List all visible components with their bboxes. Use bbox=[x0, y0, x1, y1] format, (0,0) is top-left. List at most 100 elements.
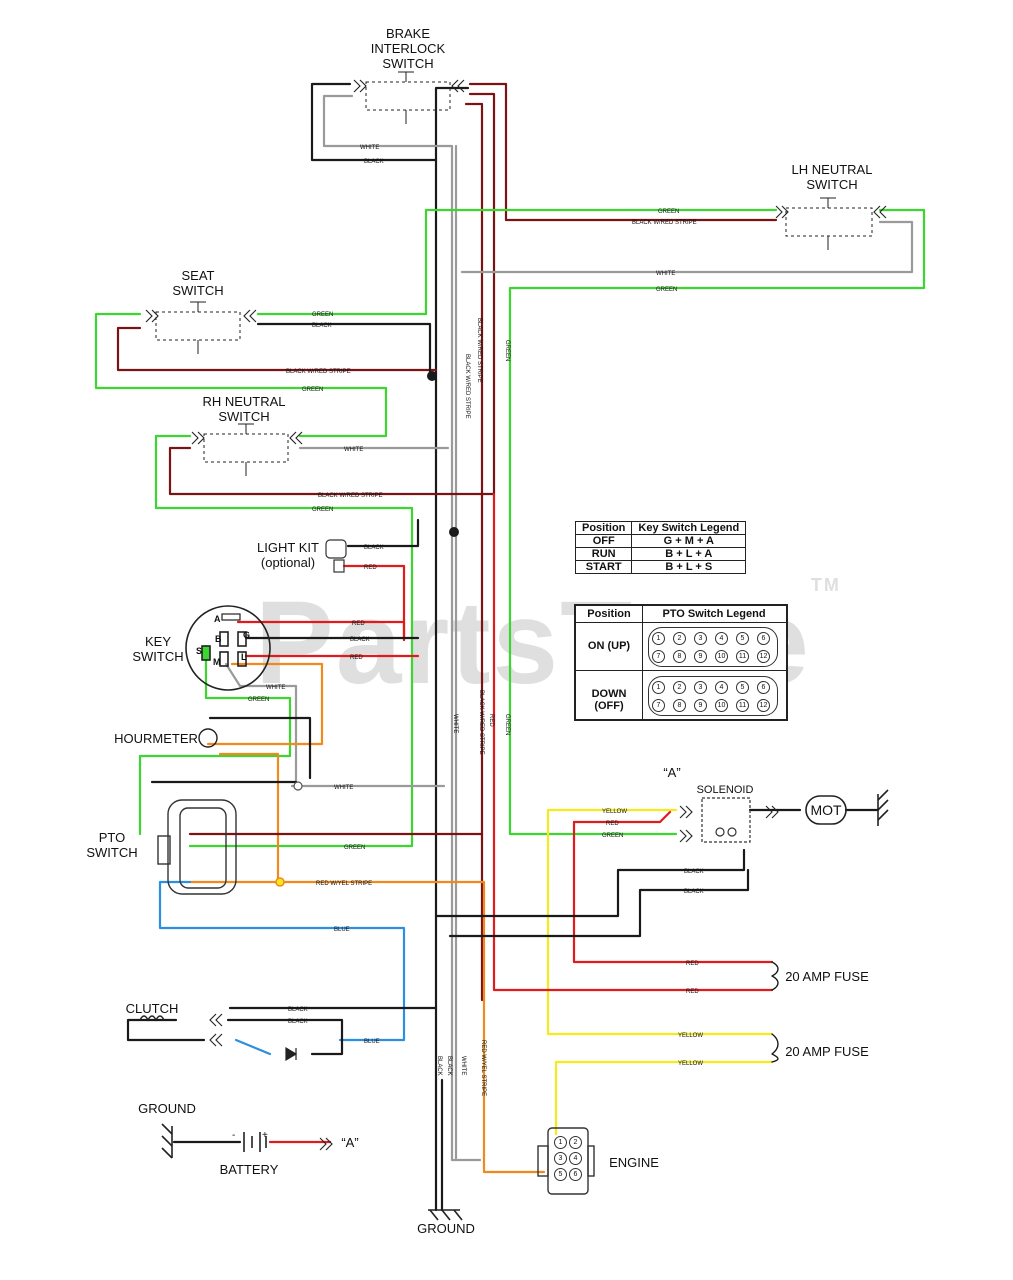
pto-legend-pin-down-10: 10 bbox=[715, 699, 728, 712]
pto-connector-symbol bbox=[157, 799, 237, 895]
ground-left-label: GROUND bbox=[138, 1101, 196, 1116]
key-pin-G: G bbox=[243, 630, 251, 640]
pto-legend-pin-on-2: 2 bbox=[673, 632, 686, 645]
pto-switch-legend: Position PTO Switch Legend ON (UP) DOWN … bbox=[574, 604, 788, 721]
wire-label-black-light: BLACK bbox=[364, 545, 384, 551]
lh-switch-body bbox=[785, 207, 873, 237]
pto-legend-pin-down-12: 12 bbox=[757, 699, 770, 712]
seat-switch-body bbox=[155, 311, 241, 341]
pto-legend-pin-on-8: 8 bbox=[673, 650, 686, 663]
wire-label-green-pto: GREEN bbox=[344, 845, 366, 851]
pto-legend-header-legend: PTO Switch Legend bbox=[642, 606, 786, 623]
pto-legend-pin-on-7: 7 bbox=[652, 650, 665, 663]
wire-label-red-key2: RED bbox=[350, 655, 363, 661]
wire-dkred-1 bbox=[468, 82, 778, 222]
pto-legend-pin-on-6: 6 bbox=[757, 632, 770, 645]
battery-pos-sign: + bbox=[262, 1130, 268, 1141]
wire-label-white: WHITE bbox=[360, 145, 380, 151]
pto-legend-pin-on-10: 10 bbox=[715, 650, 728, 663]
hourmeter-symbol bbox=[198, 728, 218, 748]
pto-legend-pin-on-11: 11 bbox=[736, 650, 749, 663]
pto-legend-row-on: ON (UP) bbox=[587, 640, 631, 652]
motor-symbol bbox=[805, 789, 889, 826]
rh-switch-body bbox=[203, 433, 289, 463]
wire-white-lh bbox=[460, 220, 914, 274]
wire-black-light bbox=[346, 518, 420, 548]
clutch-coil bbox=[139, 1015, 165, 1022]
fuse1-label: 20 AMP FUSE bbox=[785, 969, 869, 984]
pto-legend-pin-on-3: 3 bbox=[694, 632, 707, 645]
wire-label-green: GREEN bbox=[658, 209, 680, 215]
solenoid-ref-label: “A” bbox=[663, 765, 681, 780]
battery-ref-label: “A” bbox=[341, 1135, 359, 1150]
pto-legend-pin-on-12: 12 bbox=[757, 650, 770, 663]
wire-label-black-seat: BLACK bbox=[312, 323, 332, 329]
ground-bottom-symbol bbox=[428, 1209, 463, 1221]
solenoid-label: SOLENOID bbox=[696, 784, 754, 796]
wire-label-black-clutch: BLACK bbox=[288, 1007, 308, 1013]
wire-label-white-key: WHITE bbox=[266, 685, 286, 691]
wire-green-seat2 bbox=[94, 312, 388, 438]
solenoid-symbol bbox=[701, 797, 751, 843]
wire-label-black-clutch2: BLACK bbox=[288, 1019, 308, 1025]
wire-black-brake bbox=[310, 82, 438, 162]
wire-label-green-sol: GREEN bbox=[602, 833, 624, 839]
wire-red-key bbox=[236, 620, 406, 642]
brake-switch-label: BRAKE INTERLOCK SWITCH bbox=[370, 26, 446, 71]
pto-legend-header-position: Position bbox=[576, 606, 643, 623]
wire-label-yellow-fuse2: YELLOW bbox=[678, 1061, 704, 1067]
wire-label-black-key: BLACK bbox=[350, 637, 370, 643]
wire-label-black-red: BLACK W/RED STRIPE bbox=[632, 220, 697, 226]
wire-label-red-light: RED bbox=[364, 565, 377, 571]
wire-dkred-3 bbox=[464, 102, 484, 1002]
wire-label-vert-red-yel: RED W/YEL STRIPE bbox=[480, 1040, 486, 1097]
wire-label-vert-green: GREEN bbox=[504, 340, 510, 362]
wire-label-red-sol: RED bbox=[606, 821, 619, 827]
key-legend-header-legend: Key Switch Legend bbox=[631, 521, 747, 535]
wire-label-black-red-seat: BLACK W/RED STRIPE bbox=[286, 369, 351, 375]
wire-label-blue-clutch: BLUE bbox=[364, 1039, 380, 1045]
pto-down-pin-group bbox=[648, 676, 778, 716]
engine-pin-4: 4 bbox=[569, 1152, 582, 1165]
key-legend-row-off-position: OFF bbox=[574, 534, 633, 548]
engine-connector-symbol bbox=[537, 1127, 595, 1195]
fuse1-body bbox=[771, 961, 779, 991]
key-legend-row-off-value: G + M + A bbox=[631, 534, 747, 548]
wire-white-key bbox=[224, 662, 298, 788]
wire-green-lh2 bbox=[508, 208, 926, 836]
key-pin-M: M bbox=[213, 657, 221, 667]
pto-legend-pin-on-4: 4 bbox=[715, 632, 728, 645]
key-legend-row-run-value: B + L + A bbox=[631, 547, 747, 561]
motor-label: MOT bbox=[810, 802, 842, 818]
wire-label-black: BLACK bbox=[364, 159, 384, 165]
key-pin-L: L bbox=[241, 652, 247, 662]
wire-label-green-seat2: GREEN bbox=[302, 387, 324, 393]
wire-label-vert-black-b2: BLACK bbox=[446, 1056, 452, 1076]
wire-white-brake bbox=[322, 94, 482, 1162]
key-switch-label: KEY SWITCH bbox=[132, 634, 184, 664]
key-switch-symbol bbox=[185, 605, 271, 691]
engine-label: ENGINE bbox=[609, 1155, 659, 1170]
lh-neutral-label: LH NEUTRAL SWITCH bbox=[791, 162, 873, 192]
rh-neutral-label: RH NEUTRAL SWITCH bbox=[202, 394, 286, 424]
wire-black-trunk bbox=[434, 86, 470, 1212]
key-legend-row-start-value: B + L + S bbox=[631, 560, 747, 574]
pto-legend-pin-down-11: 11 bbox=[736, 699, 749, 712]
pto-legend-pin-down-6: 6 bbox=[757, 681, 770, 694]
pto-legend-pin-down-1: 1 bbox=[652, 681, 665, 694]
wire-label-green-seat: GREEN bbox=[312, 312, 334, 318]
pto-legend-pin-down-4: 4 bbox=[715, 681, 728, 694]
pto-legend-pin-down-7: 7 bbox=[652, 699, 665, 712]
ground-left-symbol bbox=[161, 1123, 173, 1159]
key-pin-S: S bbox=[196, 646, 203, 656]
wire-red-light bbox=[342, 564, 406, 642]
wire-label-yellow: YELLOW bbox=[602, 809, 628, 815]
wire-label-green-lh: GREEN bbox=[656, 287, 678, 293]
wire-label-vert-black-red2: BLACK W/RED STRIPE bbox=[476, 318, 482, 383]
battery-label: BATTERY bbox=[219, 1162, 279, 1177]
engine-pin-2: 2 bbox=[569, 1136, 582, 1149]
key-pin-B: B bbox=[215, 634, 222, 644]
wire-yellow3 bbox=[554, 1060, 774, 1136]
wire-yellow2 bbox=[546, 808, 774, 1036]
